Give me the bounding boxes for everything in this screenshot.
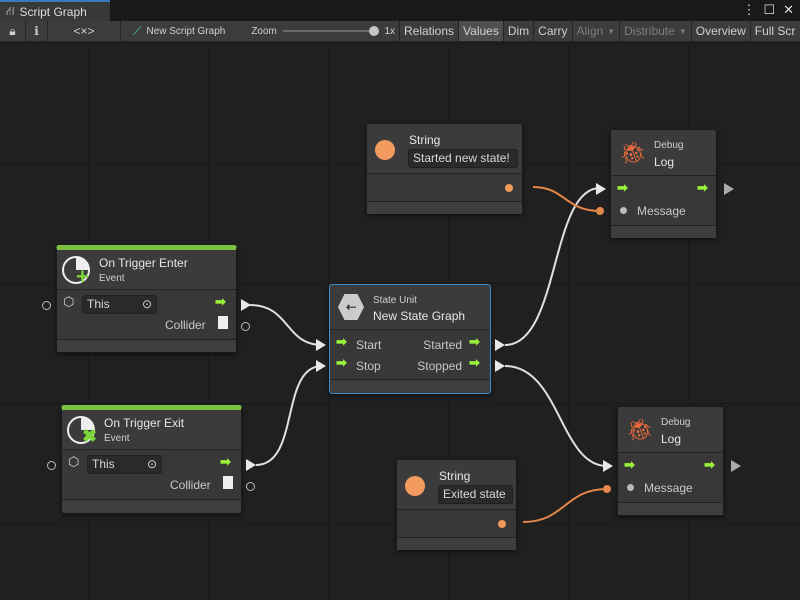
document-icon: [223, 476, 233, 489]
trigger-enter-icon: [62, 256, 90, 284]
fullscreen-button[interactable]: Full Scr: [754, 24, 796, 38]
graph-name[interactable]: New Script Graph: [146, 25, 226, 37]
dim-button[interactable]: Dim: [504, 21, 535, 41]
debug-log-node-1[interactable]: 🐞︎ Debug Log ➡ ➡ Message: [610, 129, 717, 238]
overview-button[interactable]: Overview: [692, 21, 751, 41]
flow-output-icon[interactable]: ➡: [215, 294, 226, 309]
flow-input-icon[interactable]: ➡: [617, 180, 628, 195]
on-trigger-exit-node[interactable]: ✖ On Trigger Exit Event ⬡ This⊙ ➡ Collid…: [61, 405, 242, 514]
maximize-icon[interactable]: ☐: [763, 2, 776, 17]
string-icon: [375, 140, 395, 160]
target-input-port[interactable]: [47, 461, 56, 470]
graph-icon: ⟋: [133, 23, 142, 38]
string-node-1[interactable]: String Started new state!: [366, 123, 523, 214]
collider-output-port[interactable]: [246, 482, 255, 491]
gameobject-icon: ⬡: [68, 454, 80, 469]
collider-output-port[interactable]: [241, 322, 250, 331]
close-icon[interactable]: ✕: [783, 2, 794, 17]
string-output-port[interactable]: [505, 184, 513, 192]
flow-output-icon[interactable]: ➡: [220, 454, 231, 469]
string-value-field[interactable]: Started new state!: [408, 149, 518, 168]
x-icon: ✖: [82, 426, 98, 446]
target-field[interactable]: This⊙: [82, 295, 157, 314]
string-value-field[interactable]: Exited state: [438, 485, 513, 504]
bug-icon: 🐞︎: [626, 417, 654, 442]
stopped-output-port[interactable]: [495, 360, 505, 372]
flow-output-icon[interactable]: ➡: [469, 334, 480, 349]
trigger-exit-icon: [67, 416, 95, 444]
flow-output-icon[interactable]: ➡: [697, 180, 708, 195]
zoom-label: Zoom: [251, 25, 277, 37]
start-input-port[interactable]: [316, 339, 326, 351]
align-dropdown[interactable]: Align▼: [573, 21, 621, 41]
debug-log-node-2[interactable]: 🐞︎ Debug Log ➡ ➡ Message: [617, 406, 724, 516]
hierarchy-icon: ⛙: [6, 3, 15, 18]
flow-output-port[interactable]: [731, 460, 741, 472]
flow-output-port[interactable]: [241, 299, 251, 311]
more-icon[interactable]: ⋮: [742, 2, 756, 17]
zoom-value: 1x: [384, 25, 395, 37]
values-button[interactable]: Values: [459, 21, 504, 41]
gameobject-icon: ⬡: [63, 294, 75, 309]
tab-script-graph[interactable]: ⛙Script Graph: [0, 0, 110, 21]
toolbar: 🔒︎ ℹ <×> ⟋ New Script Graph Zoom 1x Rela…: [0, 21, 800, 42]
plus-icon: +: [76, 264, 89, 289]
target-input-port[interactable]: [42, 301, 51, 310]
state-unit-icon: ⇠: [338, 294, 364, 320]
flow-output-port[interactable]: [246, 459, 256, 471]
flow-input-port[interactable]: [596, 183, 606, 195]
on-trigger-enter-node[interactable]: + On Trigger Enter Event ⬡ This⊙ ➡ Colli…: [56, 245, 237, 353]
string-output-port[interactable]: [498, 520, 506, 528]
flow-input-icon[interactable]: ➡: [336, 355, 347, 370]
lock-icon[interactable]: 🔒︎: [0, 21, 26, 41]
target-field[interactable]: This⊙: [87, 455, 162, 474]
string-icon: [405, 476, 425, 496]
flow-output-icon[interactable]: ➡: [469, 355, 480, 370]
message-port[interactable]: [627, 484, 634, 491]
distribute-dropdown[interactable]: Distribute▼: [620, 21, 692, 41]
message-port[interactable]: [620, 207, 627, 214]
flow-output-port[interactable]: [724, 183, 734, 195]
flow-input-port[interactable]: [603, 460, 613, 472]
snippet-button[interactable]: <×>: [48, 21, 121, 41]
target-picker-icon: ⊙: [146, 457, 157, 471]
string-node-2[interactable]: String Exited state: [396, 459, 517, 550]
bug-icon: 🐞︎: [619, 140, 647, 165]
flow-input-icon[interactable]: ➡: [624, 457, 635, 472]
message-input-port[interactable]: [603, 485, 611, 493]
chevron-down-icon: ▼: [607, 26, 616, 36]
relations-button[interactable]: Relations: [399, 21, 460, 41]
message-input-port[interactable]: [596, 207, 604, 215]
info-icon[interactable]: ℹ: [26, 21, 48, 41]
tab-bar: ⛙Script Graph ⋮ ☐ ✕: [0, 0, 800, 21]
target-picker-icon: ⊙: [141, 297, 152, 311]
stop-input-port[interactable]: [316, 360, 326, 372]
chevron-down-icon: ▼: [678, 26, 687, 36]
document-icon: [218, 316, 228, 329]
flow-output-icon[interactable]: ➡: [704, 457, 715, 472]
state-unit-node[interactable]: ⇠ State Unit New State Graph ➡ Start ➡ S…: [329, 284, 491, 394]
zoom-slider[interactable]: [282, 26, 380, 36]
flow-input-icon[interactable]: ➡: [336, 334, 347, 349]
carry-button[interactable]: Carry: [534, 21, 573, 41]
started-output-port[interactable]: [495, 339, 505, 351]
